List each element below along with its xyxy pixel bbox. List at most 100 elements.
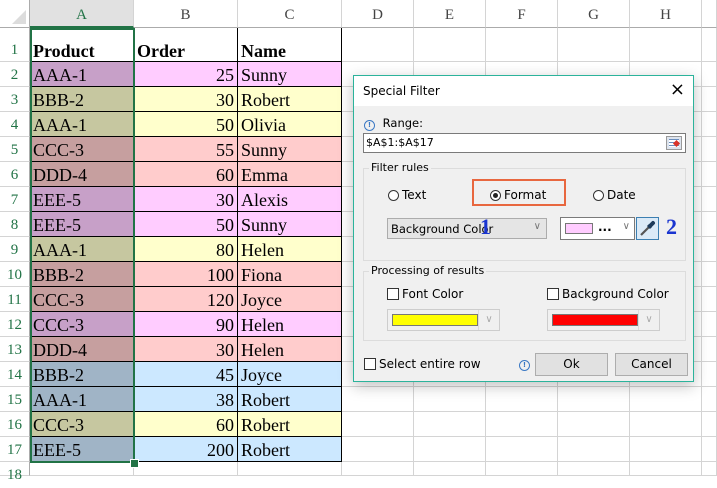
radio-date[interactable]: Date xyxy=(593,188,636,202)
cell-F15[interactable] xyxy=(486,387,558,412)
cell-B13[interactable]: 30 xyxy=(134,337,238,362)
cell-A6[interactable]: DDD-4 xyxy=(30,162,134,187)
background-color-picker[interactable]: ∨ xyxy=(547,309,660,331)
radio-format[interactable]: Format xyxy=(490,188,546,202)
select-entire-row-checkbox[interactable]: Select entire row xyxy=(364,357,481,371)
cell-E16[interactable] xyxy=(414,412,486,437)
font-color-checkbox[interactable]: Font Color xyxy=(387,287,463,301)
cell-D15[interactable] xyxy=(342,387,414,412)
cell-B5[interactable]: 55 xyxy=(134,137,238,162)
format-color-dropdown[interactable]: ... ∨ xyxy=(560,217,635,240)
cell-I12[interactable] xyxy=(702,312,717,337)
cell-D18[interactable] xyxy=(342,462,414,476)
cell-I10[interactable] xyxy=(702,262,717,287)
cell-B1[interactable]: Order xyxy=(134,28,238,62)
range-input[interactable]: $A$1:$A$17 xyxy=(363,133,686,153)
cell-B9[interactable]: 80 xyxy=(134,237,238,262)
cell-I7[interactable] xyxy=(702,187,717,212)
cell-A14[interactable]: BBB-2 xyxy=(30,362,134,387)
cell-A17[interactable]: EEE-5 xyxy=(30,437,134,462)
cell-C15[interactable]: Robert xyxy=(238,387,342,412)
cell-G1[interactable] xyxy=(558,28,630,62)
cell-I2[interactable] xyxy=(702,62,717,87)
cell-D17[interactable] xyxy=(342,437,414,462)
cell-C11[interactable]: Joyce xyxy=(238,287,342,312)
cell-H18[interactable] xyxy=(630,462,702,476)
cell-I1[interactable] xyxy=(702,28,717,62)
cell-B15[interactable]: 38 xyxy=(134,387,238,412)
column-header-c[interactable]: C xyxy=(238,0,342,28)
cell-A4[interactable]: AAA-1 xyxy=(30,112,134,137)
cell-B6[interactable]: 60 xyxy=(134,162,238,187)
cell-I4[interactable] xyxy=(702,112,717,137)
row-header-4[interactable]: 4 xyxy=(0,112,30,137)
cell-C12[interactable]: Helen xyxy=(238,312,342,337)
cell-I16[interactable] xyxy=(702,412,717,437)
cell-D1[interactable] xyxy=(342,28,414,62)
cell-A12[interactable]: CCC-3 xyxy=(30,312,134,337)
cell-C2[interactable]: Sunny xyxy=(238,62,342,87)
column-header-e[interactable]: E xyxy=(414,0,486,28)
cell-I17[interactable] xyxy=(702,437,717,462)
cell-B8[interactable]: 50 xyxy=(134,212,238,237)
cell-B18[interactable] xyxy=(134,462,238,476)
cell-B17[interactable]: 200 xyxy=(134,437,238,462)
cell-G18[interactable] xyxy=(558,462,630,476)
cell-F16[interactable] xyxy=(486,412,558,437)
column-header-f[interactable]: F xyxy=(486,0,558,28)
cell-B3[interactable]: 30 xyxy=(134,87,238,112)
cell-C8[interactable]: Sunny xyxy=(238,212,342,237)
cell-B2[interactable]: 25 xyxy=(134,62,238,87)
column-header-g[interactable]: G xyxy=(558,0,630,28)
cell-I18[interactable] xyxy=(702,462,717,476)
column-header-b[interactable]: B xyxy=(134,0,238,28)
cell-H1[interactable] xyxy=(630,28,702,62)
column-header-d[interactable]: D xyxy=(342,0,414,28)
row-header-16[interactable]: 16 xyxy=(0,412,30,437)
cell-H17[interactable] xyxy=(630,437,702,462)
row-header-13[interactable]: 13 xyxy=(0,337,30,362)
cell-I14[interactable] xyxy=(702,362,717,387)
cell-E17[interactable] xyxy=(414,437,486,462)
cell-C6[interactable]: Emma xyxy=(238,162,342,187)
cell-A13[interactable]: DDD-4 xyxy=(30,337,134,362)
row-header-6[interactable]: 6 xyxy=(0,162,30,187)
row-header-14[interactable]: 14 xyxy=(0,362,30,387)
cell-C5[interactable]: Sunny xyxy=(238,137,342,162)
fill-handle[interactable] xyxy=(130,459,139,468)
cell-A16[interactable]: CCC-3 xyxy=(30,412,134,437)
cell-A5[interactable]: CCC-3 xyxy=(30,137,134,162)
row-header-7[interactable]: 7 xyxy=(0,187,30,212)
cell-B11[interactable]: 120 xyxy=(134,287,238,312)
cell-I6[interactable] xyxy=(702,162,717,187)
cell-C3[interactable]: Robert xyxy=(238,87,342,112)
cell-A2[interactable]: AAA-1 xyxy=(30,62,134,87)
cell-I9[interactable] xyxy=(702,237,717,262)
cell-I3[interactable] xyxy=(702,87,717,112)
cell-F1[interactable] xyxy=(486,28,558,62)
row-header-10[interactable]: 10 xyxy=(0,262,30,287)
cell-I15[interactable] xyxy=(702,387,717,412)
row-header-1[interactable]: 1 xyxy=(0,28,30,62)
row-header-8[interactable]: 8 xyxy=(0,212,30,237)
cell-I8[interactable] xyxy=(702,212,717,237)
row-header-2[interactable]: 2 xyxy=(0,62,30,87)
cell-A3[interactable]: BBB-2 xyxy=(30,87,134,112)
cell-B14[interactable]: 45 xyxy=(134,362,238,387)
cell-B7[interactable]: 30 xyxy=(134,187,238,212)
ok-button[interactable]: Ok xyxy=(535,353,608,376)
column-header-partial[interactable] xyxy=(702,0,717,28)
cell-H15[interactable] xyxy=(630,387,702,412)
range-picker-icon[interactable] xyxy=(666,136,682,150)
cell-B10[interactable]: 100 xyxy=(134,262,238,287)
row-header-12[interactable]: 12 xyxy=(0,312,30,337)
cell-C16[interactable]: Robert xyxy=(238,412,342,437)
cell-F17[interactable] xyxy=(486,437,558,462)
cell-A15[interactable]: AAA-1 xyxy=(30,387,134,412)
cell-C14[interactable]: Joyce xyxy=(238,362,342,387)
format-type-dropdown[interactable]: Background Color ∨ xyxy=(387,218,547,239)
row-header-3[interactable]: 3 xyxy=(0,87,30,112)
cell-C10[interactable]: Fiona xyxy=(238,262,342,287)
row-header-5[interactable]: 5 xyxy=(0,137,30,162)
close-icon[interactable]: × xyxy=(669,79,685,100)
